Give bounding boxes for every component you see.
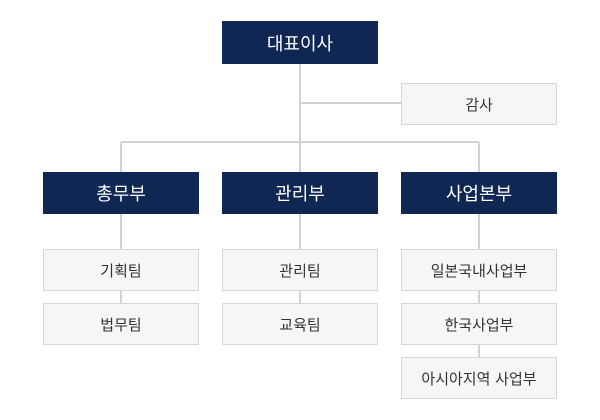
- division-node-general-affairs: 총무부: [43, 172, 199, 214]
- ceo-node: 대표이사: [222, 21, 378, 64]
- team-node-admin: 관리팀: [222, 249, 378, 291]
- team-node-legal: 법무팀: [43, 303, 199, 345]
- team-node-asia: 아시아지역 사업부: [401, 357, 557, 399]
- team-node-planning: 기획팀: [43, 249, 199, 291]
- division-node-management: 관리부: [222, 172, 378, 214]
- team-node-japan-domestic: 일본국내사업부: [401, 249, 557, 291]
- team-node-korea: 한국사업부: [401, 303, 557, 345]
- division-node-business: 사업본부: [401, 172, 557, 214]
- audit-node: 감사: [401, 83, 557, 125]
- team-node-education: 교육팀: [222, 303, 378, 345]
